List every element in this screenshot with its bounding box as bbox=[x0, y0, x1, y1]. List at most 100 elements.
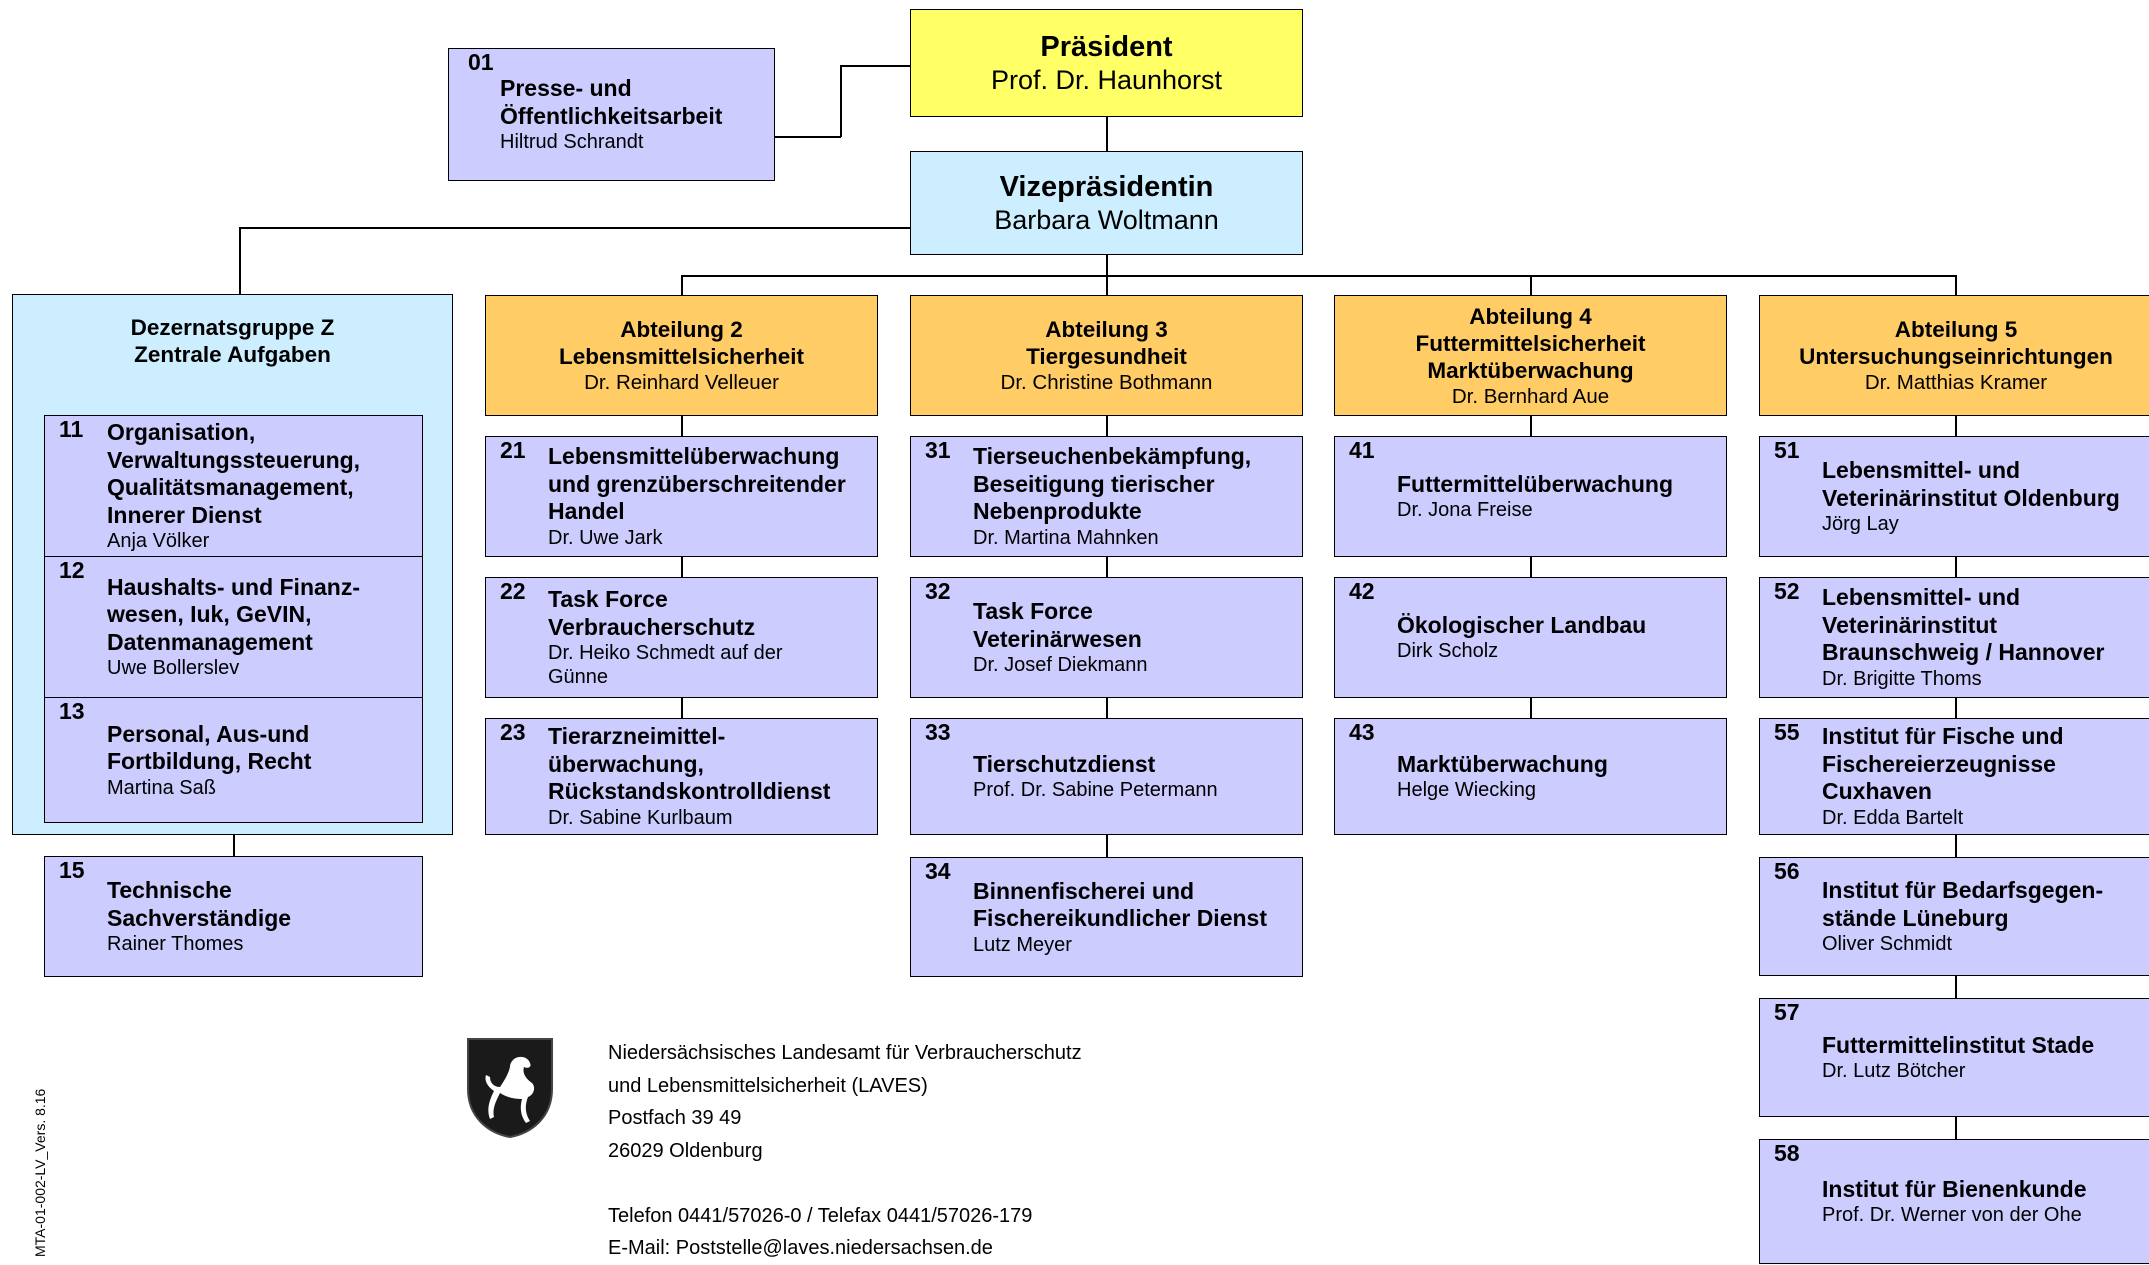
department-5-header: Abteilung 5 Untersuchungseinrichtungen D… bbox=[1759, 295, 2149, 416]
address-line: und Lebensmittelsicherheit (LAVES) bbox=[608, 1074, 928, 1097]
president-name: Prof. Dr. Haunhorst bbox=[990, 65, 1223, 95]
unit-head: Dr. Josef Diekmann bbox=[973, 654, 1148, 676]
department-2-header: Abteilung 2 Lebensmittelsicherheit Dr. R… bbox=[485, 295, 878, 416]
unit-32: 32 Task Force Veterinärwesen Dr. Josef D… bbox=[910, 577, 1303, 698]
unit-11: 11 Organisation, Verwaltungssteuerung, Q… bbox=[44, 415, 423, 557]
president-title: Präsident bbox=[1040, 31, 1173, 63]
unit-43: 43 Marktüberwachung Helge Wiecking bbox=[1334, 718, 1727, 835]
unit-head: Dr. Edda Bartelt bbox=[1822, 806, 1964, 829]
unit-head: Dr. Uwe Jark bbox=[548, 526, 663, 549]
group-subtitle: Zentrale Aufgaben bbox=[134, 342, 331, 367]
unit-34: 34 Binnenfischerei und Fischereikundlich… bbox=[910, 857, 1303, 977]
unit-title: Haushalts- und Finanz- wesen, Iuk, GeVIN… bbox=[107, 573, 360, 655]
unit-head: Dirk Scholz bbox=[1397, 640, 1499, 663]
unit-number: 55 bbox=[1774, 719, 1800, 745]
unit-number: 57 bbox=[1774, 999, 1800, 1025]
connector bbox=[239, 227, 241, 294]
unit-title: Organisation, Verwaltungssteuerung, Qual… bbox=[107, 419, 361, 528]
unit-number: 43 bbox=[1349, 719, 1375, 745]
department-3-header: Abteilung 3 Tiergesundheit Dr. Christine… bbox=[910, 295, 1303, 416]
connector bbox=[1955, 696, 1957, 718]
department-name: Abteilung 2 bbox=[620, 317, 743, 342]
unit-55: 55 Institut für Fische und Fischereierze… bbox=[1759, 718, 2149, 835]
connector bbox=[1530, 696, 1532, 718]
unit-21: 21 Lebensmittelüberwachung und grenzüber… bbox=[485, 436, 878, 557]
unit-head: Prof. Dr. Sabine Petermann bbox=[973, 779, 1218, 802]
unit-title: Futtermittelinstitut Stade bbox=[1822, 1031, 2095, 1058]
unit-title: Tierarzneimittel- überwachung, Rückstand… bbox=[548, 723, 831, 805]
unit-number: 58 bbox=[1774, 1140, 1800, 1166]
email-address: E-Mail: Poststelle@laves.niedersachsen.d… bbox=[608, 1237, 993, 1259]
unit-13: 13 Personal, Aus-und Fortbildung, Recht … bbox=[44, 697, 423, 823]
unit-title: Institut für Bedarfsgegen- stände Lünebu… bbox=[1822, 877, 2104, 931]
address-block: Niedersächsisches Landesamt für Verbrauc… bbox=[608, 1037, 1082, 1265]
connector bbox=[1530, 414, 1532, 436]
connector bbox=[1955, 555, 1957, 577]
connector bbox=[1106, 696, 1108, 718]
unit-number: 15 bbox=[59, 857, 85, 883]
unit-number: 01 bbox=[468, 49, 494, 75]
unit-number: 13 bbox=[59, 698, 85, 724]
unit-number: 23 bbox=[500, 719, 526, 745]
department-subtitle: Untersuchungseinrichtungen bbox=[1799, 344, 2113, 369]
connector bbox=[1106, 255, 1108, 275]
connector bbox=[1955, 1117, 1957, 1139]
unit-number: 42 bbox=[1349, 578, 1375, 604]
unit-title: Tierseuchenbekämpfung, Beseitigung tieri… bbox=[973, 443, 1252, 525]
unit-head: Uwe Bollerslev bbox=[107, 657, 240, 680]
unit-title: Marktüberwachung bbox=[1397, 750, 1608, 777]
unit-number: 12 bbox=[59, 557, 85, 583]
unit-number: 41 bbox=[1349, 437, 1375, 463]
unit-title: Lebensmittelüberwachung und grenzübersch… bbox=[548, 443, 846, 525]
unit-head: Helge Wiecking bbox=[1397, 779, 1536, 802]
unit-42: 42 Ökologischer Landbau Dirk Scholz bbox=[1334, 577, 1727, 698]
document-code: MTA-01-002-LV_Vers. 8.16 bbox=[32, 1088, 48, 1257]
unit-56: 56 Institut für Bedarfsgegen- stände Lün… bbox=[1759, 857, 2149, 976]
unit-title: Technische Sachverständige bbox=[107, 877, 292, 931]
department-name: Abteilung 4 bbox=[1469, 303, 1592, 329]
department-subtitle: Tiergesundheit bbox=[1026, 344, 1187, 369]
group-name: Dezernatsgruppe Z bbox=[130, 315, 335, 340]
connector bbox=[239, 227, 910, 229]
unit-title: Futtermittelüberwachung bbox=[1397, 470, 1674, 497]
department-4-header: Abteilung 4 Futtermittelsicherheit Markt… bbox=[1334, 295, 1727, 416]
unit-15: 15 Technische Sachverständige Rainer Tho… bbox=[44, 856, 423, 977]
unit-23: 23 Tierarzneimittel- überwachung, Rückst… bbox=[485, 718, 878, 835]
connector bbox=[1955, 414, 1957, 436]
department-name: Abteilung 3 bbox=[1045, 317, 1168, 342]
address-line: Postfach 39 49 bbox=[608, 1107, 742, 1129]
connector bbox=[681, 275, 1956, 277]
unit-number: 21 bbox=[500, 437, 526, 463]
unit-title: Institut für Fische und Fischereierzeugn… bbox=[1822, 723, 2064, 805]
unit-title: Personal, Aus-und Fortbildung, Recht bbox=[107, 720, 312, 775]
connector bbox=[775, 136, 841, 138]
unit-number: 32 bbox=[925, 578, 951, 604]
connector bbox=[681, 414, 683, 436]
unit-head: Dr. Jona Freise bbox=[1397, 499, 1533, 522]
unit-title: Tierschutzdienst bbox=[973, 750, 1156, 777]
unit-head: Martina Saß bbox=[107, 776, 216, 799]
connector bbox=[840, 65, 910, 67]
connector bbox=[681, 555, 683, 577]
connector bbox=[1106, 835, 1108, 857]
unit-head: Prof. Dr. Werner von der Ohe bbox=[1822, 1204, 2082, 1227]
unit-number: 52 bbox=[1774, 578, 1800, 604]
unit-31: 31 Tierseuchenbekämpfung, Beseitigung ti… bbox=[910, 436, 1303, 557]
unit-number: 56 bbox=[1774, 858, 1800, 884]
connector bbox=[840, 65, 842, 137]
connector bbox=[1530, 275, 1532, 295]
phone-fax: Telefon 0441/57026-0 / Telefax 0441/5702… bbox=[608, 1204, 1033, 1227]
connector bbox=[1955, 835, 1957, 857]
connector bbox=[1955, 976, 1957, 998]
unit-number: 11 bbox=[59, 416, 84, 442]
department-head: Dr. Christine Bothmann bbox=[1000, 371, 1213, 394]
unit-head: Jörg Lay bbox=[1822, 513, 1899, 535]
department-name: Abteilung 5 bbox=[1894, 317, 2018, 342]
unit-head: Lutz Meyer bbox=[973, 933, 1072, 956]
department-subtitle: Futtermittelsicherheit bbox=[1415, 330, 1646, 356]
unit-head: Dr. Brigitte Thoms bbox=[1822, 667, 1982, 690]
unit-title: Lebensmittel- und Veterinärinstitut Olde… bbox=[1822, 457, 2120, 511]
lower-saxony-horse-icon bbox=[466, 1037, 554, 1139]
unit-title: Presse- und Öffentlichkeitsarbeit bbox=[500, 75, 723, 129]
unit-58: 58 Institut für Bienenkunde Prof. Dr. We… bbox=[1759, 1139, 2149, 1264]
